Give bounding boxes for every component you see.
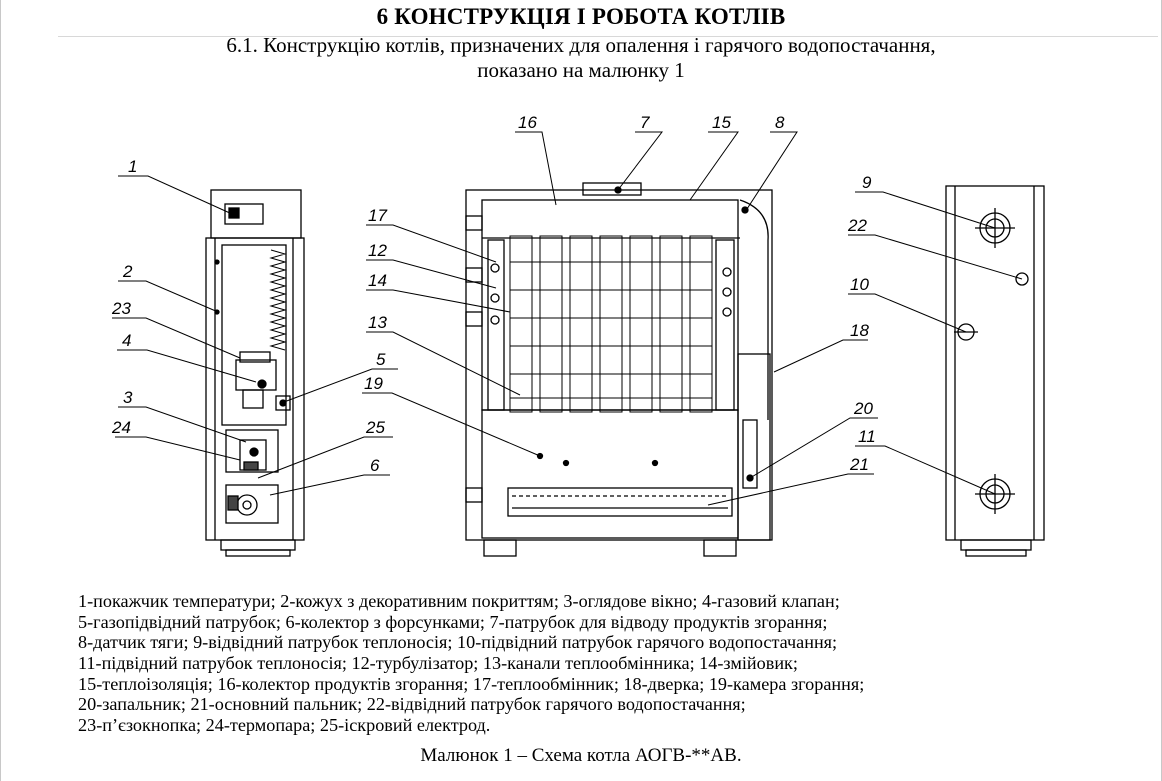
page-left-edge <box>0 0 1 781</box>
callout-labels: 1 2 23 4 3 24 5 25 6 17 12 14 13 19 16 7… <box>111 113 876 475</box>
callout-1: 1 <box>128 157 137 176</box>
callout-6: 6 <box>370 456 380 475</box>
rear-view <box>945 185 1045 557</box>
callout-8: 8 <box>775 113 785 132</box>
callout-17: 17 <box>368 206 387 225</box>
callout-7: 7 <box>640 113 650 132</box>
callout-4: 4 <box>122 331 131 350</box>
front-view <box>465 182 773 557</box>
callout-20: 20 <box>853 399 873 418</box>
callout-3: 3 <box>123 388 133 407</box>
callout-5: 5 <box>376 350 386 369</box>
legend-line: 8-датчик тяги; 9-відвідний патрубок тепл… <box>78 632 838 653</box>
callout-18: 18 <box>850 321 869 340</box>
callout-9: 9 <box>862 173 872 192</box>
legend-line: 11-підвідний патрубок теплоносія; 12-тур… <box>78 653 798 674</box>
callout-11: 11 <box>858 427 876 446</box>
legend-line: 23-п’єзокнопка; 24-термопара; 25-іскрови… <box>78 715 491 736</box>
callout-13: 13 <box>368 313 387 332</box>
legend-line: 1-покажчик температури; 2-кожух з декора… <box>78 591 840 611</box>
callout-21: 21 <box>849 455 869 474</box>
callout-12: 12 <box>368 241 387 260</box>
leader-lines <box>112 131 1023 506</box>
subtitle-line-1: 6.1. Конструкцію котлів, призначених для… <box>226 33 936 57</box>
callout-16: 16 <box>518 113 537 132</box>
side-view <box>205 189 305 557</box>
figure-caption: Малюнок 1 – Схема котла АОГВ-**АВ. <box>420 745 742 766</box>
callout-2: 2 <box>122 262 133 281</box>
boiler-schematic: 1 2 23 4 3 24 5 25 6 17 12 14 13 19 16 7… <box>111 113 1045 557</box>
section-heading: 6 КОНСТРУКЦІЯ І РОБОТА КОТЛІВ <box>376 4 786 29</box>
legend-line: 20-запальник; 21-основний пальник; 22-ві… <box>78 694 746 715</box>
callout-19: 19 <box>364 374 383 393</box>
callout-15: 15 <box>712 113 731 132</box>
subtitle-line-2: показано на малюнку 1 <box>477 58 685 82</box>
callout-22: 22 <box>847 216 867 235</box>
page-frame-top <box>58 36 1158 37</box>
callout-23: 23 <box>111 299 131 318</box>
legend-line: 5-газопідвідний патрубок; 6-колектор з ф… <box>78 611 828 632</box>
figure-legend: 1-покажчик температури; 2-кожух з декора… <box>78 591 1148 736</box>
callout-10: 10 <box>850 275 869 294</box>
callout-14: 14 <box>368 271 387 290</box>
callout-25: 25 <box>365 418 385 437</box>
callout-24: 24 <box>111 418 131 437</box>
legend-line: 15-теплоізоляція; 16-колектор продуктів … <box>78 673 865 694</box>
